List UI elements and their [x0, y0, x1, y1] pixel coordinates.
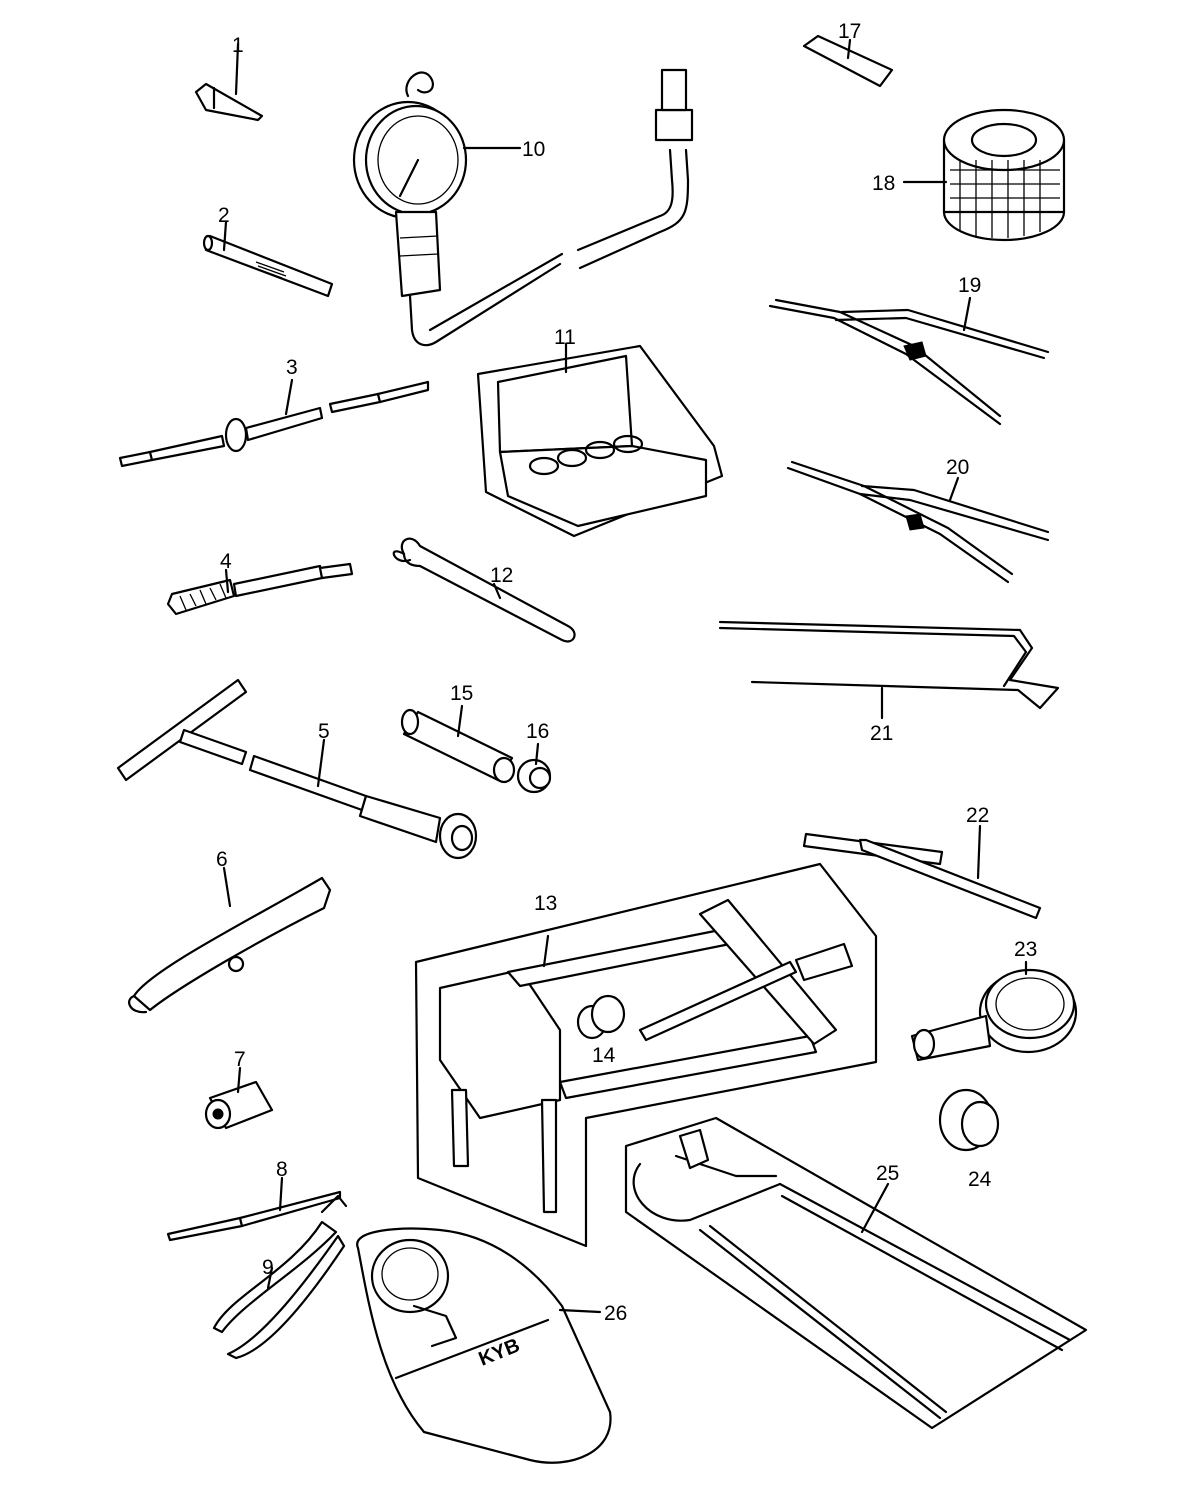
- callout-25: 25: [876, 1162, 899, 1185]
- callout-11: 11: [554, 326, 576, 349]
- part-7-adapter: [204, 1066, 274, 1130]
- callout-3: 3: [286, 356, 298, 379]
- part-1-tapered-cap: [194, 42, 264, 122]
- callout-23: 23: [1014, 938, 1037, 961]
- callout-15: 15: [450, 682, 473, 705]
- callout-13: 13: [534, 892, 557, 915]
- part-8-pin-driver: [166, 1176, 342, 1242]
- part-23-tire-gauge: [910, 960, 1078, 1062]
- callout-2: 2: [218, 204, 230, 227]
- part-16-nut: [516, 742, 552, 794]
- callout-24: 24: [968, 1168, 992, 1191]
- part-12-hook-wrench: [392, 537, 576, 643]
- part-18-knurled-cylinder: [902, 108, 1066, 242]
- callout-18: 18: [872, 172, 895, 195]
- callout-12: 12: [490, 564, 513, 587]
- callout-7: 7: [234, 1048, 246, 1071]
- part-5-t-handle-socket: [116, 678, 478, 860]
- part-11-case-kit: [476, 342, 724, 538]
- callout-21: 21: [870, 722, 893, 745]
- part-25-chain-tool: [624, 1116, 1088, 1430]
- part-3-slide-hammer: [118, 378, 430, 468]
- callout-10: 10: [522, 138, 545, 161]
- part-15-sleeve: [400, 704, 516, 784]
- part-19-snap-ring-pliers: [768, 296, 1050, 426]
- part-26-pouch: [356, 1227, 612, 1464]
- callout-14: 14: [592, 1044, 616, 1067]
- part-14-button: [576, 994, 626, 1040]
- callout-1: 1: [232, 34, 244, 57]
- callout-26: 26: [604, 1302, 627, 1325]
- callout-4: 4: [220, 550, 232, 573]
- callout-9: 9: [262, 1256, 274, 1279]
- callout-6: 6: [216, 848, 228, 871]
- callout-8: 8: [276, 1158, 288, 1181]
- callout-16: 16: [526, 720, 549, 743]
- callout-5: 5: [318, 720, 330, 743]
- part-22-t-handle: [802, 824, 1042, 920]
- callout-20: 20: [946, 456, 969, 479]
- part-13-bearing-puller: [414, 862, 878, 1248]
- callout-22: 22: [966, 804, 989, 827]
- callout-19: 19: [958, 274, 981, 297]
- part-9-nippers: [212, 1194, 348, 1360]
- part-2-pin-rod: [202, 220, 334, 298]
- part-4-driver: [166, 562, 354, 616]
- part-10-pressure-gauge: [352, 68, 694, 347]
- part-6-tire-lever: [128, 866, 332, 1014]
- part-21-bent-wire: [718, 620, 1060, 720]
- part-24-cap: [938, 1088, 1000, 1152]
- part-17-plug: [802, 34, 894, 88]
- part-20-snap-ring-pliers: [786, 460, 1050, 584]
- callout-17: 17: [838, 20, 861, 43]
